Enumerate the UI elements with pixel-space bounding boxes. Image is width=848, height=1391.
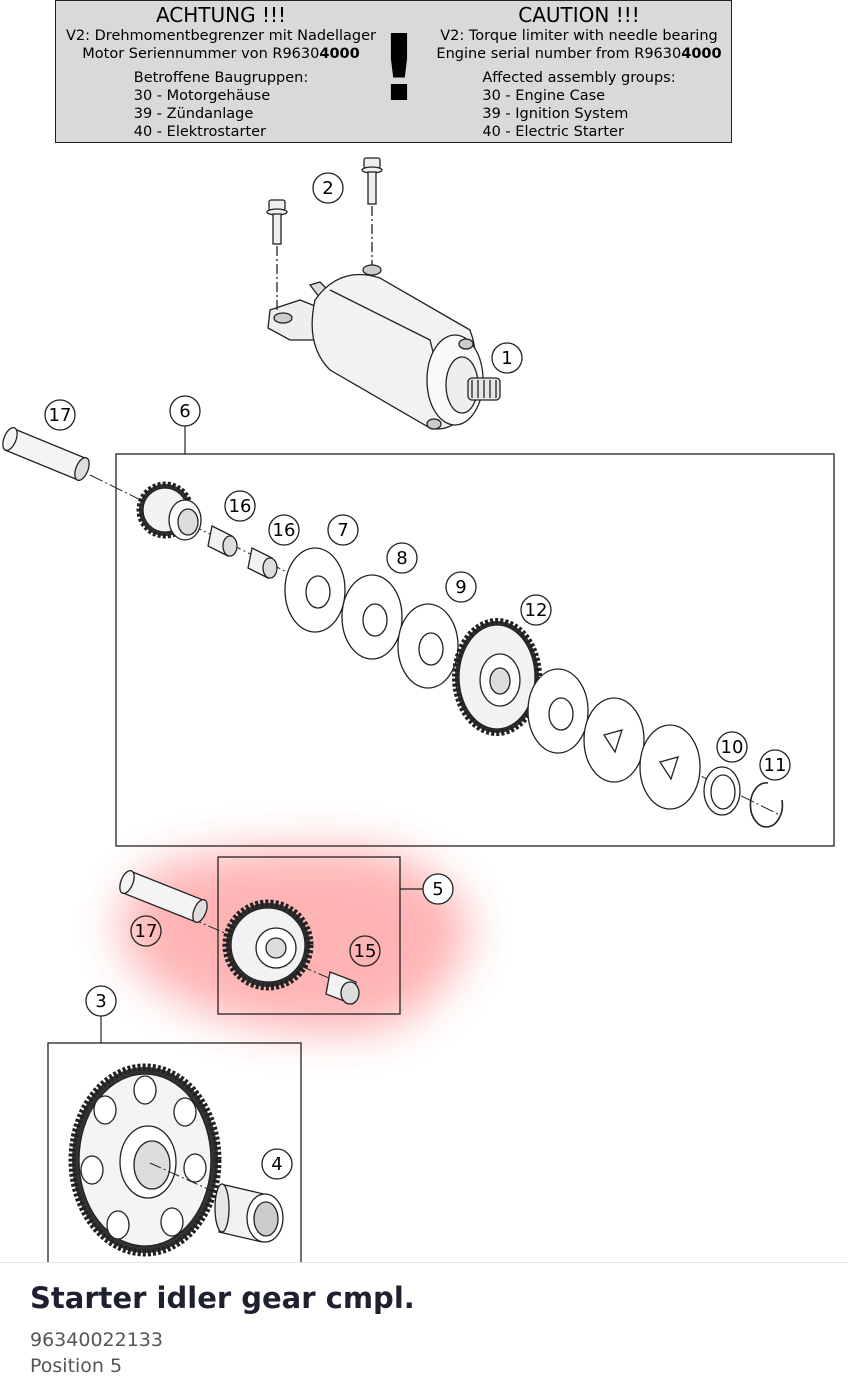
callout-16[interactable]: 16	[268, 514, 300, 546]
caution-line1-en: V2: Torque limiter with needle bearing	[440, 28, 718, 44]
group-item-en: 30 - Engine Case	[482, 88, 606, 104]
group-item-de: 30 - Motorgehäuse	[133, 88, 271, 104]
serial-prefix-de: Motor Seriennummer von R9630	[82, 46, 320, 62]
callout-17[interactable]: 17	[44, 399, 76, 431]
affected-groups-de: Betroffene Baugruppen: 30 - Motorgehäuse…	[134, 69, 308, 141]
assembly-group-6-frame	[115, 453, 835, 847]
serial-bold-de: 4000	[319, 46, 360, 62]
svg-text:4: 4	[271, 1154, 282, 1175]
part-info-panel: Starter idler gear cmpl. 96340022133 Pos…	[0, 1262, 848, 1391]
part-number: 96340022133	[30, 1329, 163, 1351]
svg-text:6: 6	[179, 401, 190, 422]
callout-8[interactable]: 8	[386, 542, 418, 574]
callout-4[interactable]: 4	[261, 1148, 293, 1180]
svg-text:10: 10	[721, 737, 744, 758]
svg-text:15: 15	[354, 941, 377, 962]
caution-title-en: CAUTION !!!	[518, 3, 640, 27]
caution-line2-en: Engine serial number from R96304000	[434, 45, 724, 63]
torque-limiter-gear[interactable]	[136, 481, 202, 541]
starter-idler-gear[interactable]	[222, 899, 314, 991]
assembly-group-3-frame	[47, 1042, 302, 1262]
friction-disc[interactable]	[397, 603, 459, 689]
needle-bearing[interactable]	[247, 547, 278, 579]
svg-text:16: 16	[229, 496, 252, 517]
svg-text:8: 8	[396, 548, 407, 569]
svg-text:3: 3	[95, 991, 106, 1012]
group-item-de: 39 - Zündanlage	[133, 106, 254, 122]
idler-shaft[interactable]	[117, 869, 210, 925]
svg-text:1: 1	[501, 348, 512, 369]
callout-16[interactable]: 16	[224, 490, 256, 522]
groups-label-de: Betroffene Baugruppen:	[133, 70, 309, 86]
svg-text:17: 17	[49, 405, 72, 426]
idler-shaft[interactable]	[0, 426, 92, 483]
callout-17[interactable]: 17	[130, 915, 162, 947]
svg-text:7: 7	[337, 520, 348, 541]
svg-text:17: 17	[135, 921, 158, 942]
part-position: Position 5	[30, 1355, 123, 1377]
friction-disc[interactable]	[284, 547, 346, 633]
idler-gear-large[interactable]	[452, 618, 542, 736]
callout-6[interactable]: 6	[169, 395, 201, 427]
exclamation-icon: !	[378, 15, 420, 122]
caution-title-de: ACHTUNG !!!	[155, 3, 287, 27]
svg-text:2: 2	[322, 178, 333, 199]
caution-notice: ACHTUNG !!! V2: Drehmomentbegrenzer mit …	[55, 0, 732, 143]
friction-disc[interactable]	[341, 574, 403, 660]
thrust-washer[interactable]	[703, 766, 741, 816]
starter-mounting-bolt[interactable]	[266, 199, 288, 310]
svg-text:9: 9	[455, 577, 466, 598]
group-item-de: 40 - Elektrostarter	[133, 124, 267, 140]
callout-11[interactable]: 11	[759, 749, 791, 781]
serial-prefix-en: Engine serial number from R9630	[436, 46, 682, 62]
groups-label-en: Affected assembly groups:	[482, 70, 676, 86]
svg-text:5: 5	[432, 879, 443, 900]
starter-motor[interactable]	[267, 273, 501, 430]
starter-mounting-bolt[interactable]	[361, 157, 383, 276]
callout-15[interactable]: 15	[349, 935, 381, 967]
callout-5[interactable]: 5	[422, 873, 454, 905]
callout-3[interactable]: 3	[85, 985, 117, 1017]
spring-washer[interactable]	[639, 724, 701, 810]
caution-notice-english: CAUTION !!! V2: Torque limiter with need…	[434, 3, 724, 141]
diagram-drawing: 1 2 6 17 16 16 7 8 9 12 10 11 5 17 15 3 …	[0, 157, 835, 1262]
callout-1[interactable]: 1	[491, 342, 523, 374]
group-item-en: 39 - Ignition System	[482, 106, 629, 122]
exploded-parts-diagram: ACHTUNG !!! V2: Drehmomentbegrenzer mit …	[0, 0, 835, 1262]
spring-washer[interactable]	[583, 697, 645, 783]
svg-text:16: 16	[273, 520, 296, 541]
callout-10[interactable]: 10	[716, 731, 748, 763]
svg-text:12: 12	[525, 600, 548, 621]
roller-bearing[interactable]	[214, 1183, 284, 1243]
callout-2[interactable]: 2	[312, 172, 344, 204]
assembly-group-5-frame[interactable]	[217, 856, 401, 1015]
affected-groups-en: Affected assembly groups: 30 - Engine Ca…	[482, 69, 675, 141]
caution-notice-german: ACHTUNG !!! V2: Drehmomentbegrenzer mit …	[66, 3, 376, 141]
needle-bearing[interactable]	[325, 971, 360, 1005]
part-title: Starter idler gear cmpl.	[30, 1281, 415, 1315]
starter-ring-gear[interactable]	[68, 1063, 222, 1257]
needle-bearing[interactable]	[207, 525, 238, 557]
spring-washer[interactable]	[527, 668, 589, 754]
callout-9[interactable]: 9	[445, 571, 477, 603]
serial-bold-en: 4000	[681, 46, 722, 62]
caution-line2-de: Motor Seriennummer von R96304000	[66, 45, 376, 63]
callout-7[interactable]: 7	[327, 514, 359, 546]
group-item-en: 40 - Electric Starter	[482, 124, 624, 140]
circlip[interactable]	[749, 782, 784, 828]
caution-line1-de: V2: Drehmomentbegrenzer mit Nadellager	[66, 28, 376, 44]
callout-12[interactable]: 12	[520, 594, 552, 626]
svg-text:11: 11	[764, 755, 787, 776]
